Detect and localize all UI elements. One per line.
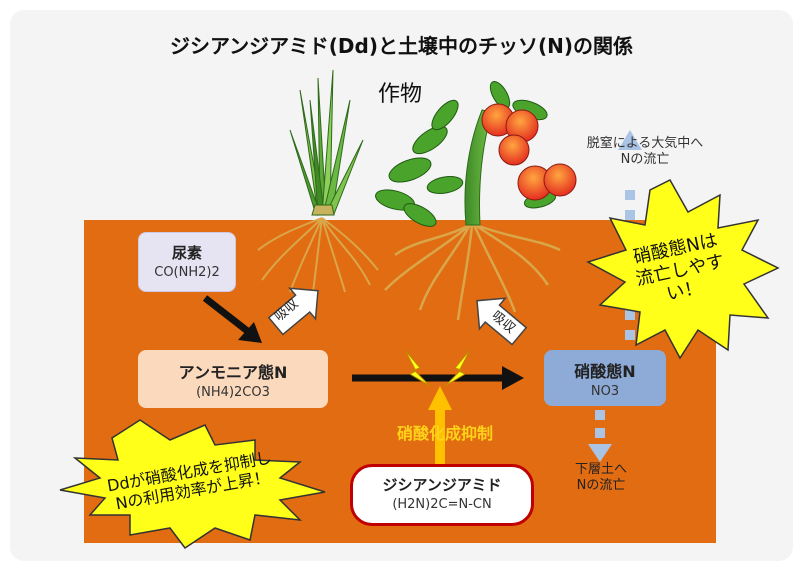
dicyandiamide-formula: (H2N)2C=N-CN bbox=[392, 497, 492, 512]
ammonium-box: アンモニア態N (NH4)2CO3 bbox=[138, 350, 328, 408]
ammonium-formula: (NH4)2CO3 bbox=[196, 385, 270, 400]
absorb-arrow-left bbox=[267, 287, 319, 336]
urea-box: 尿素 CO(NH2)2 bbox=[138, 232, 236, 292]
burst-nitrate bbox=[586, 179, 780, 360]
tomato-roots bbox=[384, 223, 561, 321]
urea-formula: CO(NH2)2 bbox=[154, 265, 220, 280]
leaching-label: 下層土へ Nの流亡 bbox=[574, 462, 627, 493]
denitrification-label: 脱窒による大気中へ Nの流亡 bbox=[586, 136, 704, 167]
nitrate-name: 硝酸態N bbox=[574, 362, 636, 381]
tomatoes bbox=[481, 103, 577, 201]
spark-icon bbox=[404, 349, 471, 387]
nitrate-box: 硝酸態N NO3 bbox=[544, 350, 666, 406]
dicyandiamide-box: ジシアンジアミド (H2N)2C=N-CN bbox=[350, 464, 534, 526]
rice-plant bbox=[289, 69, 364, 217]
inhibition-label: 硝酸化成抑制 bbox=[396, 424, 493, 443]
ammonium-name: アンモニア態N bbox=[178, 363, 288, 382]
nitrate-formula: NO3 bbox=[590, 384, 620, 399]
burst-dd bbox=[59, 419, 326, 550]
dicyandiamide-name: ジシアンジアミド bbox=[382, 476, 502, 494]
crop-label: 作物 bbox=[377, 82, 422, 107]
absorb-arrow-right bbox=[476, 297, 528, 346]
leaching-arrow bbox=[588, 410, 612, 462]
rice-roots bbox=[257, 217, 379, 301]
diagram-title: ジシアンジアミド(Dd)と土壌中のチッソ(N)の関係 bbox=[169, 34, 634, 58]
urea-name: 尿素 bbox=[171, 244, 202, 262]
